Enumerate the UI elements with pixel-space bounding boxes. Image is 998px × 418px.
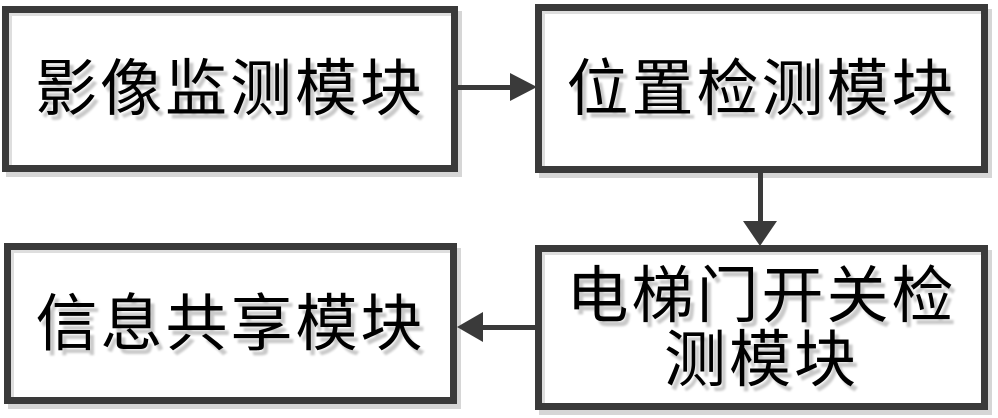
- node-elevator-door-switch-detection-module: 电梯门开关检 测模块: [535, 245, 988, 410]
- node-info-sharing-label: 信息共享模块: [35, 286, 426, 360]
- node-door-detection-label-line1: 电梯门开关检: [566, 258, 957, 332]
- arrow-line-position-to-door: [758, 173, 763, 223]
- arrow-down-icon: [743, 221, 777, 246]
- arrow-right-icon: [510, 73, 537, 101]
- node-image-monitoring-module: 影像监测模块: [2, 6, 458, 172]
- arrow-left-icon: [457, 312, 483, 342]
- arrow-line-door-to-info: [483, 325, 535, 330]
- node-door-detection-label-line2: 测模块: [663, 322, 859, 396]
- node-image-monitoring-label: 影像监测模块: [34, 52, 425, 125]
- arrow-line-image-to-position: [458, 85, 514, 90]
- node-position-detection-label: 位置检测模块: [566, 51, 957, 125]
- node-information-sharing-module: 信息共享模块: [4, 243, 457, 404]
- node-position-detection-module: 位置检测模块: [535, 4, 988, 173]
